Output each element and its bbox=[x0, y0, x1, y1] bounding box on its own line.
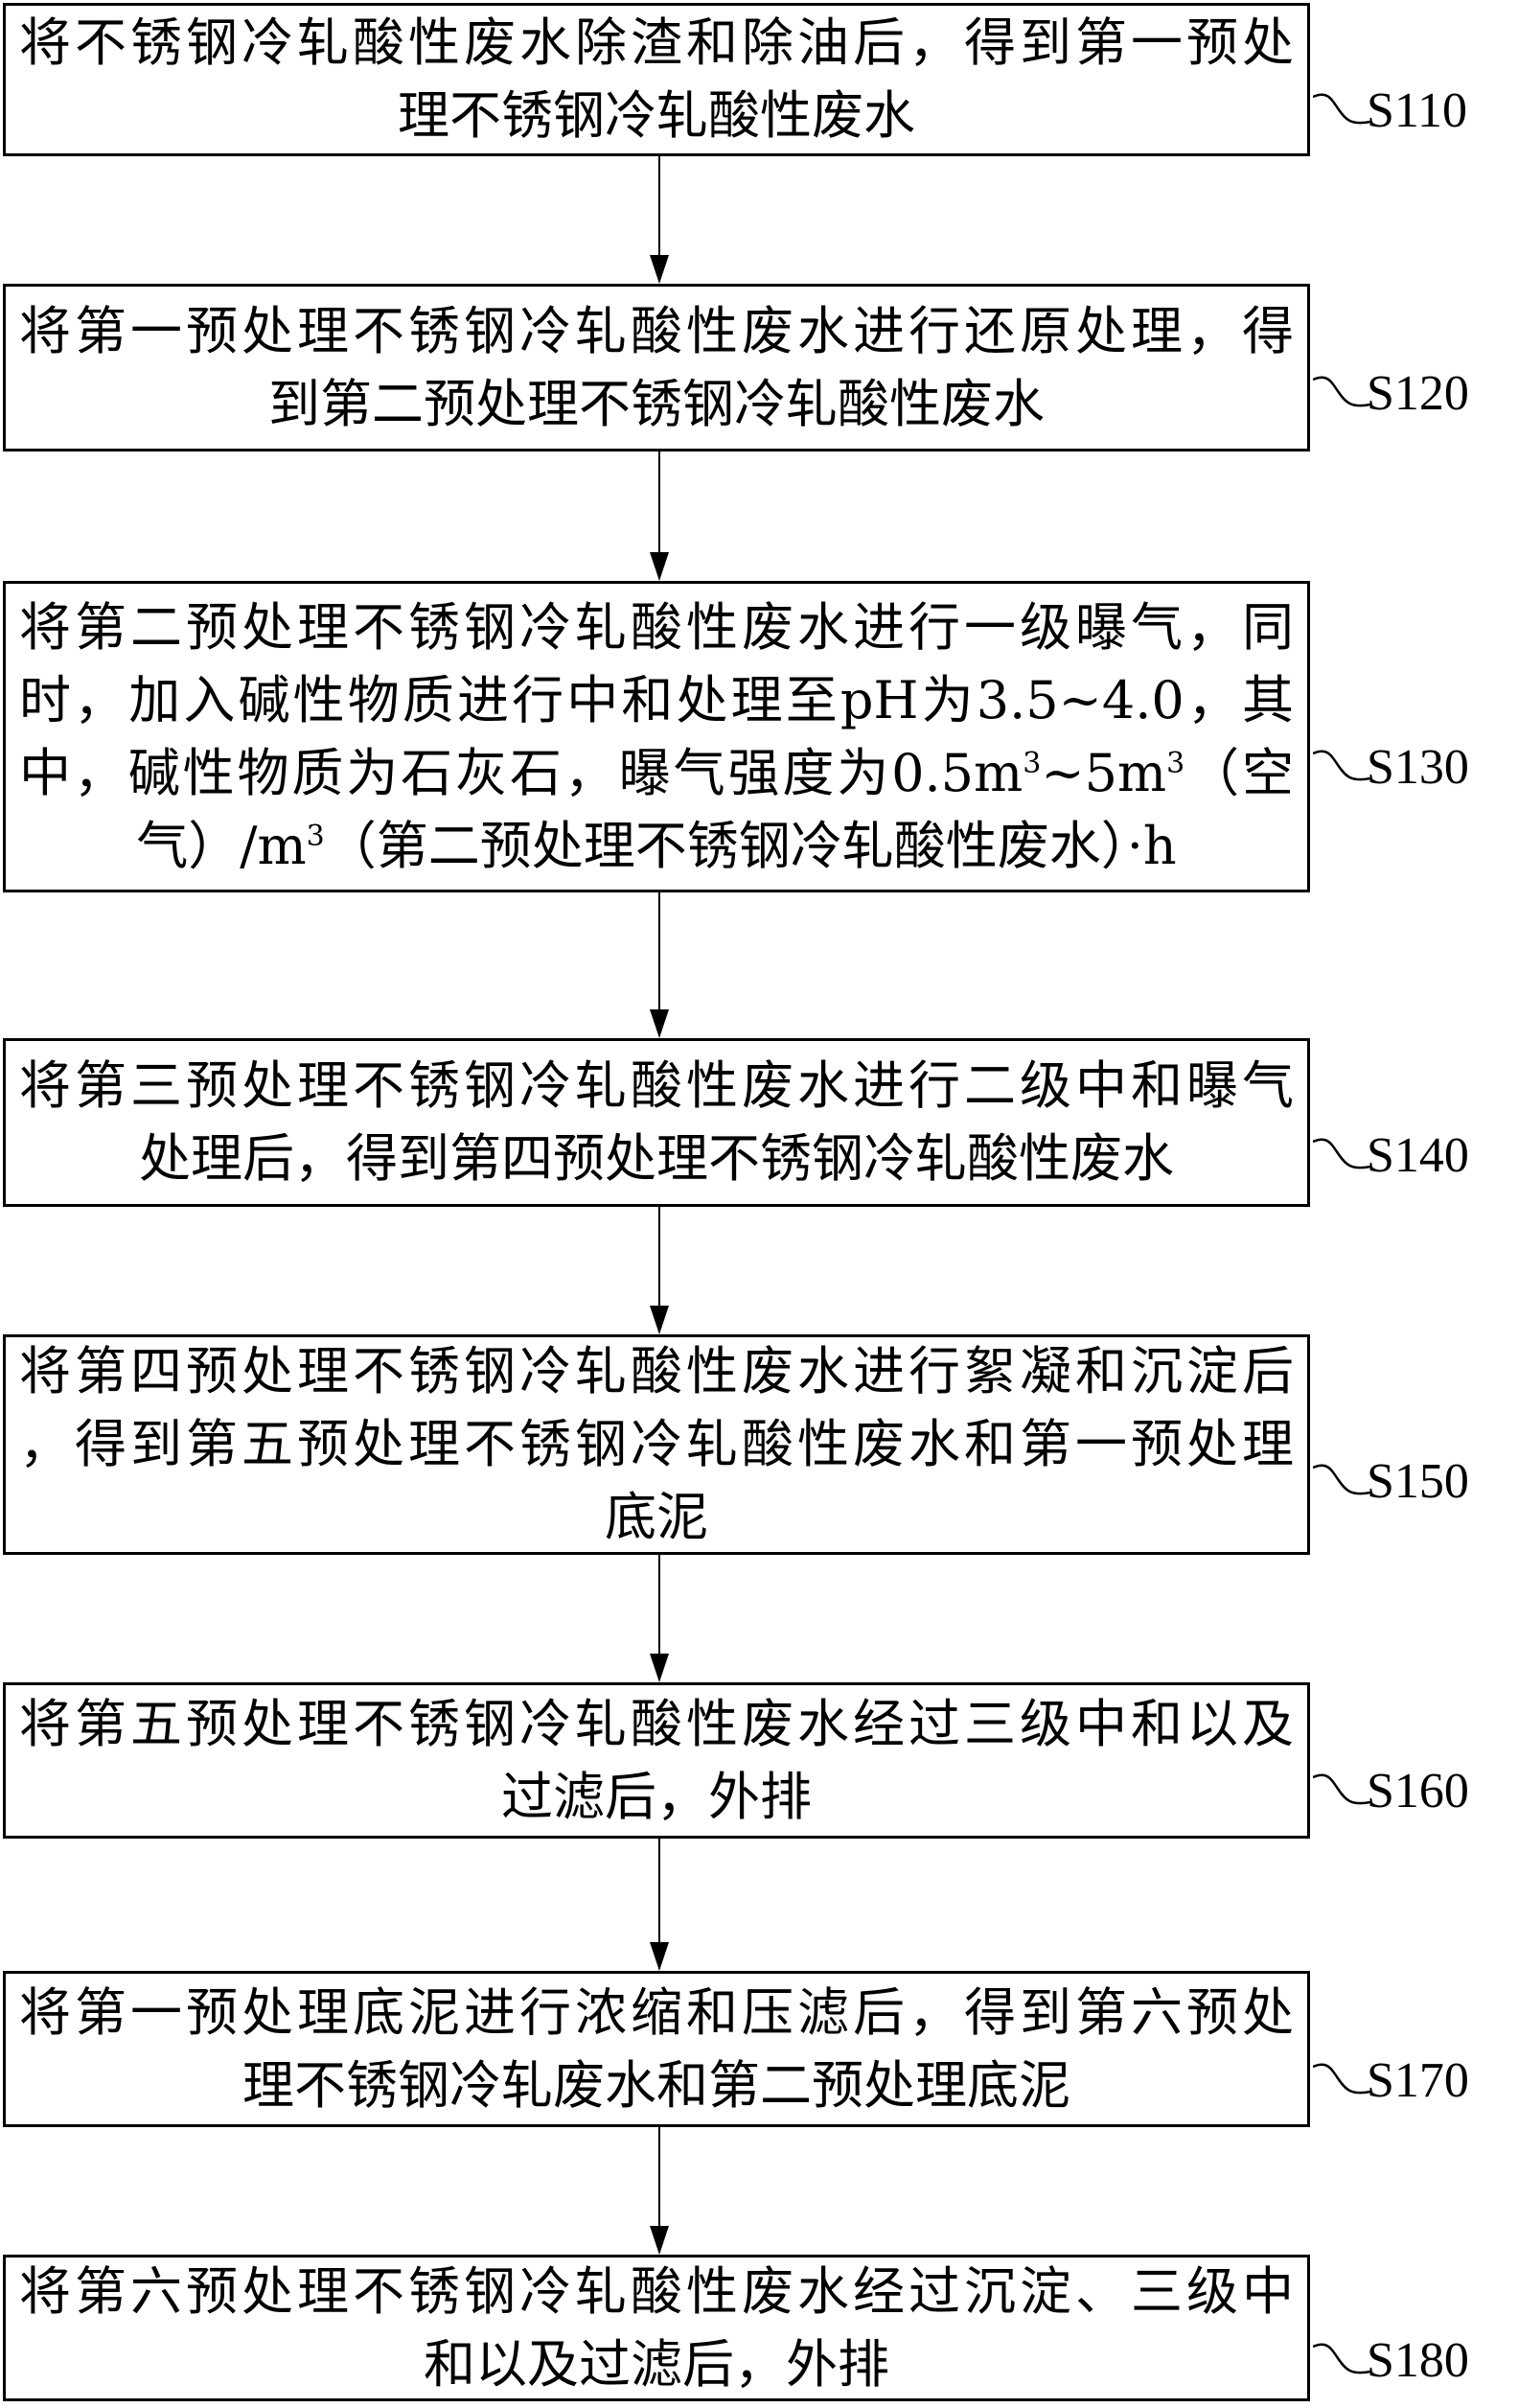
step-label-s140: S140 bbox=[1313, 1126, 1469, 1184]
step-box-s140: 将第三预处理不锈钢冷轧酸性废水进行二级中和曝气 处理后，得到第四预处理不锈钢冷轧… bbox=[3, 1038, 1310, 1207]
connector-squiggle-icon bbox=[1313, 376, 1370, 407]
connector-squiggle-icon bbox=[1313, 93, 1370, 125]
step-label-s180: S180 bbox=[1313, 2331, 1469, 2389]
flow-arrow bbox=[650, 1839, 669, 1971]
step-text: 底泥 bbox=[605, 1487, 708, 1547]
step-label-s130: S130 bbox=[1313, 738, 1469, 796]
step-box-s130: 将第二预处理不锈钢冷轧酸性废水进行一级曝气，同 时，加入碱性物质进行中和处理至p… bbox=[3, 581, 1310, 892]
connector-squiggle-icon bbox=[1313, 1464, 1370, 1495]
step-text: 时，加入碱性物质进行中和处理至pH为3.5~4.0，其 bbox=[19, 669, 1294, 730]
step-label-s170: S170 bbox=[1313, 2051, 1469, 2109]
step-text: 将第二预处理不锈钢冷轧酸性废水进行一级曝气，同 bbox=[19, 596, 1294, 658]
step-text: 将第四预处理不锈钢冷轧酸性废水进行絮凝和沉淀后 bbox=[19, 1341, 1294, 1401]
step-box-s170: 将第一预处理底泥进行浓缩和压滤后，得到第六预处 理不锈钢冷轧废水和第二预处理底泥 bbox=[3, 1971, 1310, 2127]
step-text: 将不锈钢冷轧酸性废水除渣和除油后，得到第一预处 bbox=[19, 12, 1294, 73]
flow-arrow bbox=[650, 1555, 669, 1682]
step-label-s120: S120 bbox=[1313, 364, 1469, 422]
step-text: 将第六预处理不锈钢冷轧酸性废水经过沉淀、三级中 bbox=[19, 2260, 1294, 2322]
flow-arrow bbox=[650, 452, 669, 581]
flow-arrow bbox=[650, 1207, 669, 1334]
connector-squiggle-icon bbox=[1313, 2343, 1370, 2374]
step-text: 将第一预处理底泥进行浓缩和压滤后，得到第六预处 bbox=[19, 1981, 1294, 2043]
step-text: 气）/m3（第二预处理不锈钢冷轧酸性废水）·h bbox=[136, 815, 1177, 876]
flow-arrow bbox=[650, 2127, 669, 2255]
step-text: 到第二预处理不锈钢冷轧酸性废水 bbox=[268, 373, 1045, 434]
step-text: 将第五预处理不锈钢冷轧酸性废水经过三级中和以及 bbox=[19, 1693, 1294, 1754]
step-box-s110: 将不锈钢冷轧酸性废水除渣和除油后，得到第一预处 理不锈钢冷轧酸性废水 bbox=[3, 3, 1310, 156]
step-text: 理不锈钢冷轧酸性废水 bbox=[398, 85, 915, 146]
step-box-s160: 将第五预处理不锈钢冷轧酸性废水经过三级中和以及 过滤后，外排 bbox=[3, 1682, 1310, 1839]
connector-squiggle-icon bbox=[1313, 1773, 1370, 1805]
step-box-s120: 将第一预处理不锈钢冷轧酸性废水进行还原处理，得 到第二预处理不锈钢冷轧酸性废水 bbox=[3, 284, 1310, 452]
connector-squiggle-icon bbox=[1313, 1138, 1370, 1169]
step-box-s180: 将第六预处理不锈钢冷轧酸性废水经过沉淀、三级中 和以及过滤后，外排 bbox=[3, 2255, 1310, 2401]
step-text: 理不锈钢冷轧废水和第二预处理底泥 bbox=[242, 2054, 1070, 2116]
step-text: 过滤后，外排 bbox=[501, 1766, 812, 1827]
connector-squiggle-icon bbox=[1313, 2063, 1370, 2095]
flow-arrow bbox=[650, 156, 669, 284]
connector-squiggle-icon bbox=[1313, 750, 1370, 781]
step-text: 中，碱性物质为石灰石，曝气强度为0.5m3~5m3（空 bbox=[19, 742, 1295, 803]
flow-arrow bbox=[650, 892, 669, 1038]
step-label-s160: S160 bbox=[1313, 1762, 1469, 1819]
step-text: 处理后，得到第四预处理不锈钢冷轧酸性废水 bbox=[139, 1128, 1174, 1189]
step-text: ，得到第五预处理不锈钢冷轧酸性废水和第一预处理 bbox=[19, 1414, 1294, 1474]
step-text: 将第一预处理不锈钢冷轧酸性废水进行还原处理，得 bbox=[19, 300, 1294, 361]
step-text: 和以及过滤后，外排 bbox=[424, 2333, 889, 2395]
step-text: 将第三预处理不锈钢冷轧酸性废水进行二级中和曝气 bbox=[19, 1055, 1294, 1116]
step-box-s150: 将第四预处理不锈钢冷轧酸性废水进行絮凝和沉淀后 ，得到第五预处理不锈钢冷轧酸性废… bbox=[3, 1334, 1310, 1555]
step-label-s110: S110 bbox=[1313, 81, 1467, 139]
step-label-s150: S150 bbox=[1313, 1452, 1469, 1510]
